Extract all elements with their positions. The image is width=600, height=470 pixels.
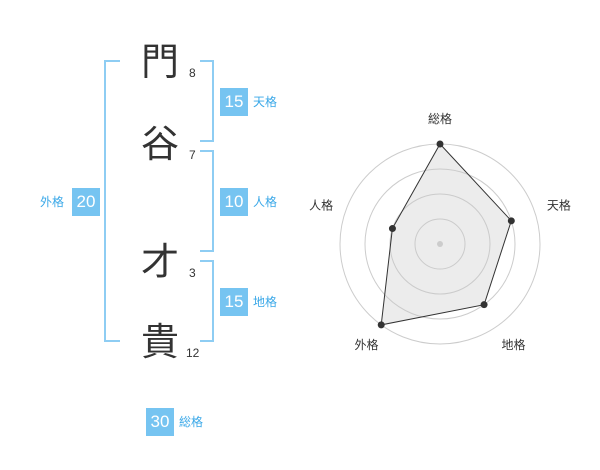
radar-axis-label: 地格 <box>501 337 525 352</box>
name-char-4: 貴 <box>140 320 179 364</box>
radar-grid-ring <box>414 218 466 270</box>
jinkaku-value: 10 <box>220 188 248 216</box>
radar-data-point <box>377 321 385 329</box>
radar-axis-label: 外格 <box>355 337 379 352</box>
radar-grid-ring <box>364 168 516 320</box>
name-char-1: 門 <box>140 40 179 84</box>
radar-data-point <box>388 225 396 233</box>
chikaku-bracket <box>200 260 214 342</box>
radar-data-area <box>380 143 512 326</box>
jinkaku-label: 人格 <box>253 195 278 209</box>
radar-data-point <box>507 217 515 225</box>
chikaku-value: 15 <box>220 288 248 316</box>
tenkaku-label: 天格 <box>253 95 278 109</box>
tenkaku-value: 15 <box>220 88 248 116</box>
gaikaku-value: 20 <box>72 188 100 216</box>
stroke-count-2: 7 <box>189 148 196 162</box>
soukaku-value: 30 <box>146 408 174 436</box>
tenkaku-bracket <box>200 60 214 142</box>
soukaku-label: 総格 <box>179 415 204 429</box>
stroke-count-4: 12 <box>186 346 200 360</box>
name-char-3: 才 <box>140 240 179 284</box>
radar-data-point <box>480 301 488 309</box>
radar-grid-ring <box>389 193 491 295</box>
gaikaku-label: 外格 <box>40 195 65 209</box>
radar-axis-label: 総格 <box>428 111 452 126</box>
chikaku-label: 地格 <box>253 295 278 309</box>
radar-axis-label: 天格 <box>547 197 571 212</box>
name-char-2: 谷 <box>140 122 179 166</box>
radar-data-point <box>436 140 444 148</box>
radar-axis-label: 人格 <box>309 197 333 212</box>
stroke-count-1: 8 <box>189 66 196 80</box>
stroke-count-3: 3 <box>189 266 196 280</box>
radar-center-dot <box>437 241 443 247</box>
jinkaku-bracket <box>200 150 214 252</box>
gaikaku-bracket <box>104 60 120 342</box>
